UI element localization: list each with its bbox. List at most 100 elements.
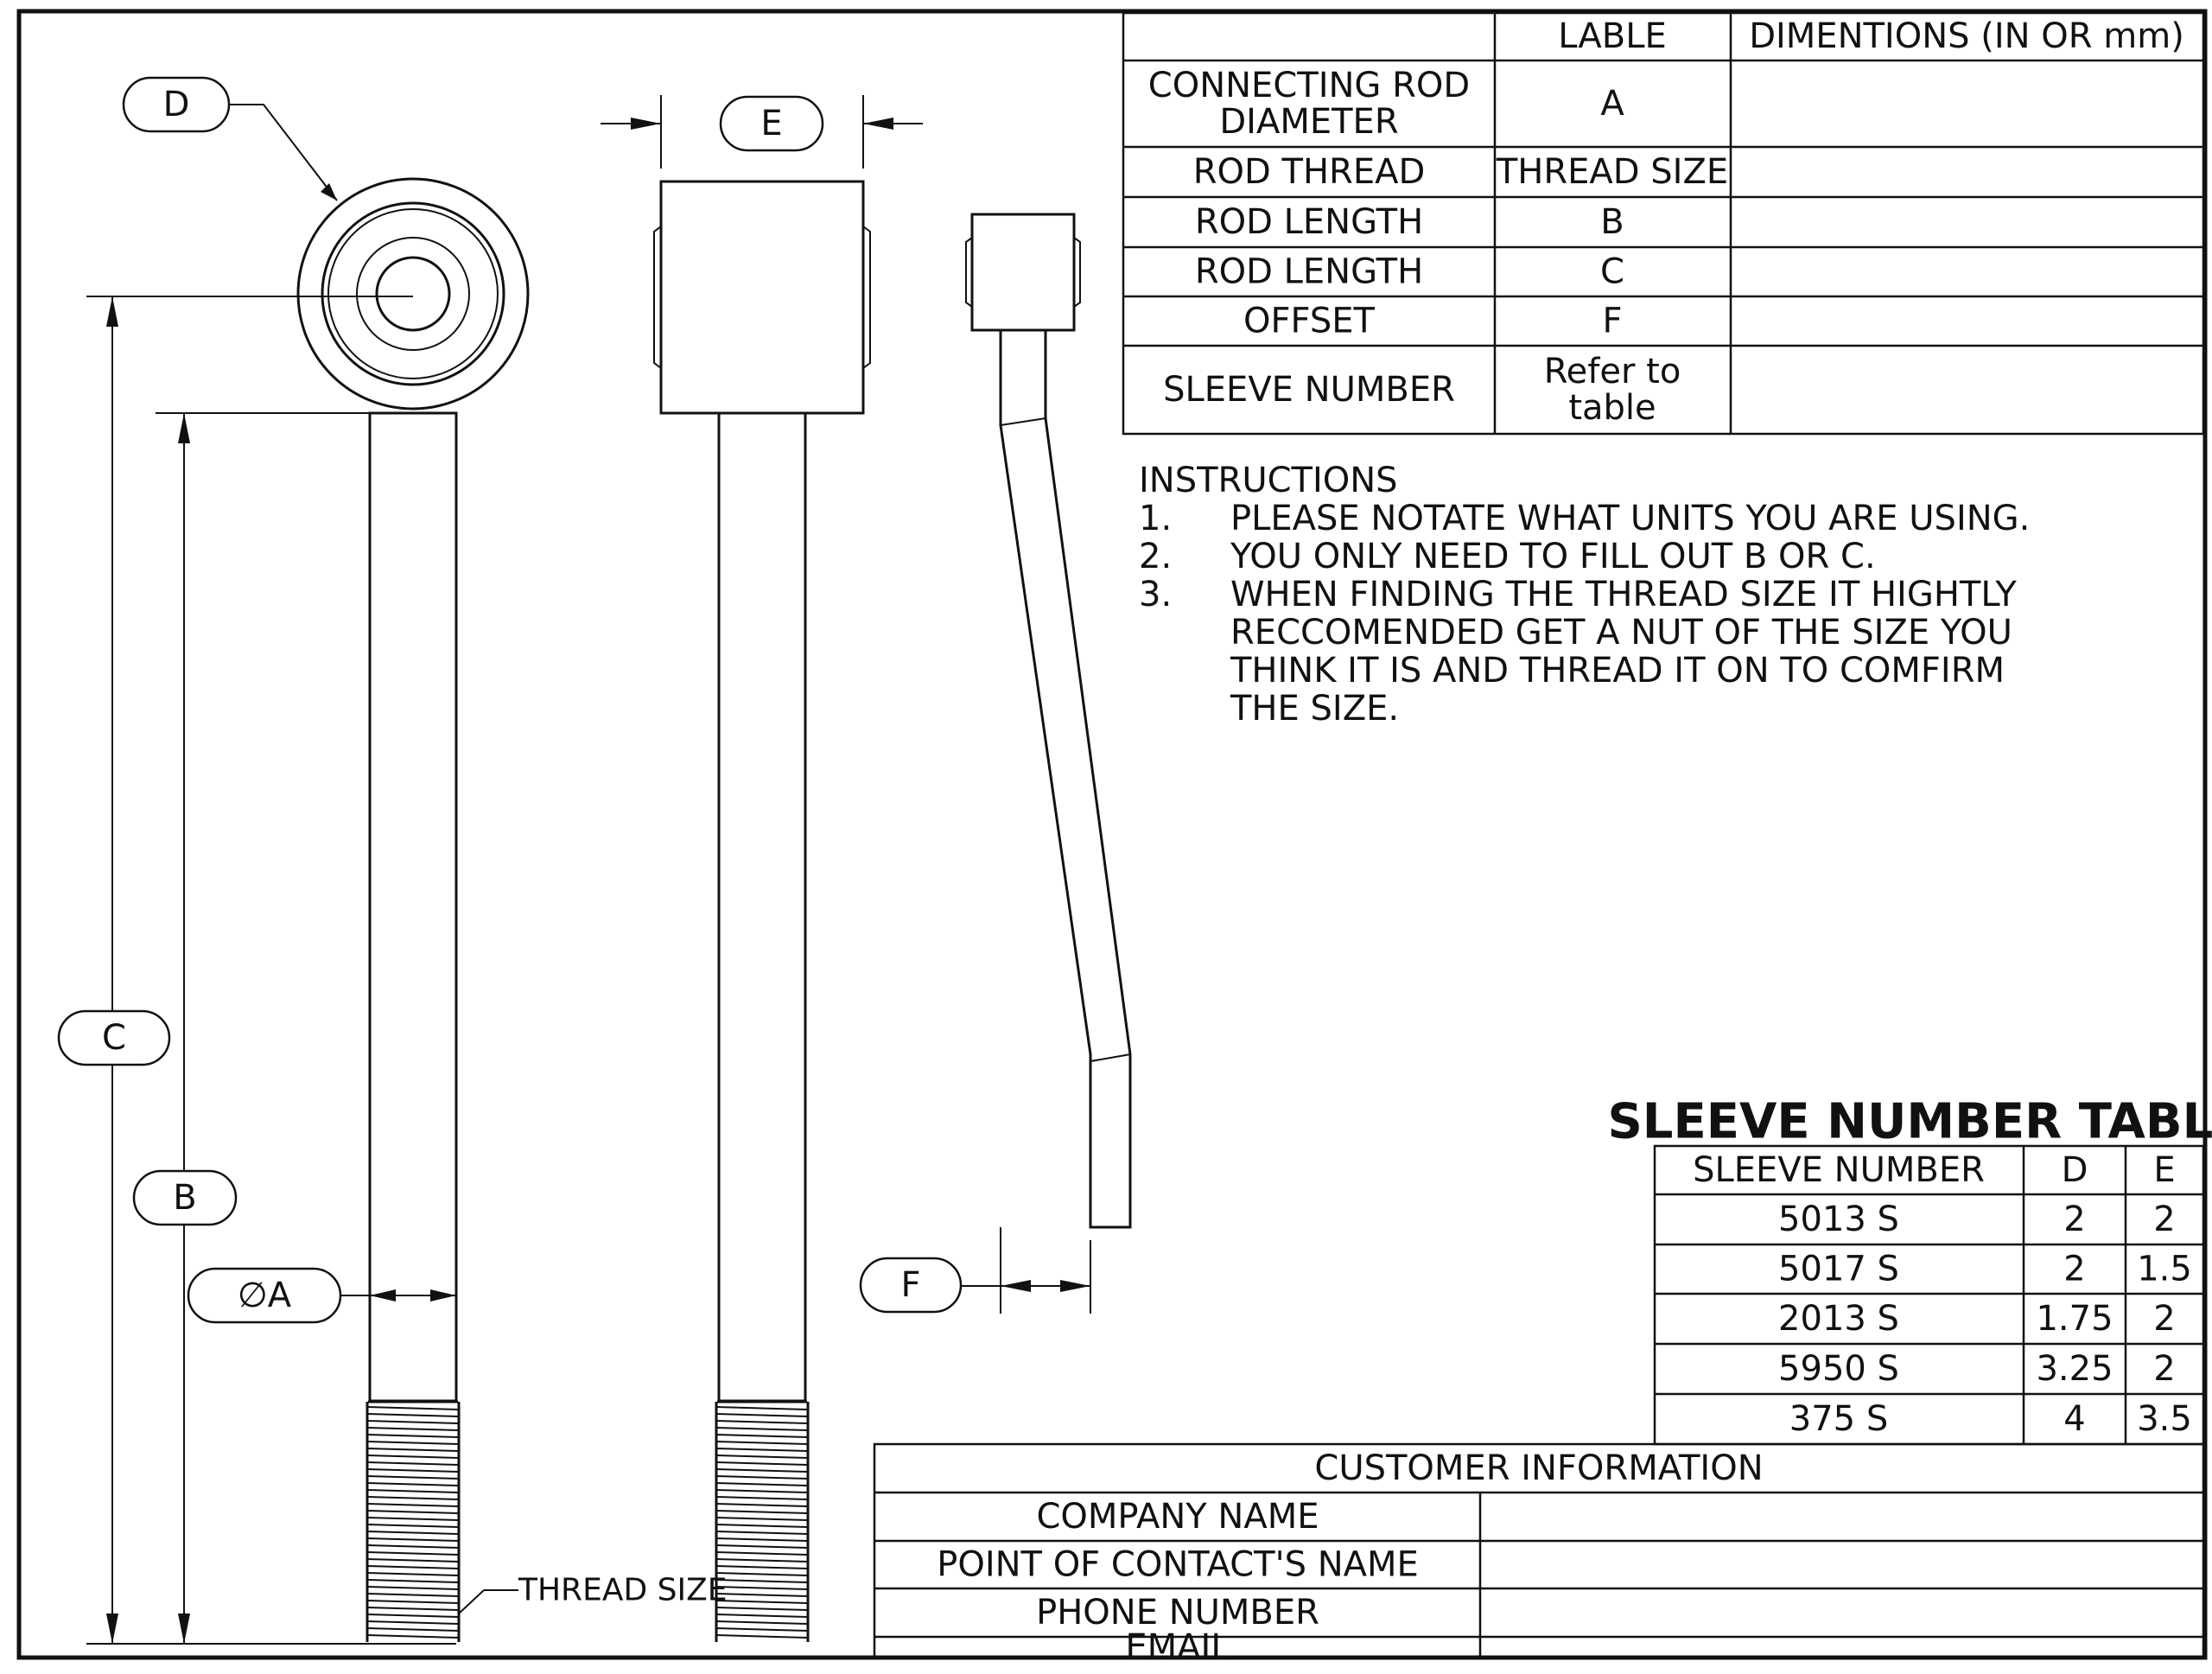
thread-line bbox=[715, 1503, 809, 1507]
thread-line bbox=[715, 1593, 809, 1597]
sleeve-table-cell: 2 bbox=[2153, 1200, 2175, 1239]
thread-line bbox=[715, 1531, 809, 1535]
thread-line bbox=[715, 1427, 809, 1431]
thread-line bbox=[715, 1489, 809, 1493]
dim-table-header-dimensions: DIMENTIONS (IN OR mm) bbox=[1749, 16, 2184, 56]
side-rod-body bbox=[717, 411, 807, 1403]
thread-line bbox=[715, 1482, 809, 1486]
dim-table-row-label: F bbox=[1602, 302, 1622, 341]
thread-line bbox=[715, 1510, 809, 1514]
sleeve-table-cell: 2 bbox=[2153, 1299, 2175, 1339]
sleeve-table-cell: 2 bbox=[2063, 1200, 2085, 1239]
eye-bore-circle bbox=[375, 256, 451, 332]
instructions-title: INSTRUCTIONS bbox=[1139, 461, 1398, 500]
sleeve-table-cell: 5950 S bbox=[1778, 1349, 1899, 1389]
thread-line bbox=[366, 1565, 460, 1569]
customer-row-label: PHONE NUMBER bbox=[1036, 1593, 1319, 1633]
label-f: F bbox=[900, 1265, 920, 1305]
dim-table-row-name: DIAMETER bbox=[1219, 102, 1398, 142]
sleeve-table-cell: 3.25 bbox=[2036, 1349, 2113, 1389]
thread-line bbox=[366, 1627, 460, 1632]
thread-line bbox=[366, 1434, 460, 1438]
label-d: D bbox=[163, 85, 190, 124]
sleeve-table-cell: 5017 S bbox=[1778, 1250, 1899, 1289]
thread-size-callout: THREAD SIZE bbox=[457, 1573, 728, 1615]
dim-table-row-label: table bbox=[1568, 388, 1656, 428]
thread-line bbox=[366, 1427, 460, 1431]
label-e: E bbox=[760, 104, 782, 143]
eye-outer-circle bbox=[296, 177, 530, 411]
thread-line bbox=[366, 1482, 460, 1486]
dim-table-row-name: ROD LENGTH bbox=[1195, 202, 1423, 242]
sleeve-table-cell: 4 bbox=[2063, 1399, 2085, 1439]
sleeve-table-cell: 5013 S bbox=[1778, 1200, 1899, 1239]
eye-sleeve-circle bbox=[321, 201, 505, 386]
thread-line bbox=[715, 1406, 809, 1410]
sleeve-table-cell: 2 bbox=[2063, 1250, 2085, 1289]
thread-line bbox=[366, 1468, 460, 1473]
thread-line bbox=[715, 1461, 809, 1466]
customer-row-label: COMPANY NAME bbox=[1037, 1497, 1319, 1537]
dim-table-row-label: A bbox=[1600, 84, 1624, 124]
thread-line bbox=[715, 1441, 809, 1445]
thread-line bbox=[366, 1600, 460, 1604]
thread-line bbox=[715, 1607, 809, 1611]
thread-line bbox=[715, 1634, 809, 1639]
dim-table-row-name: CONNECTING ROD bbox=[1148, 66, 1470, 105]
instruction-text: THE SIZE. bbox=[1230, 689, 1399, 729]
thread-line bbox=[366, 1544, 460, 1549]
thread-line bbox=[715, 1448, 809, 1452]
thread-line bbox=[366, 1517, 460, 1521]
thread-line bbox=[366, 1496, 460, 1500]
sleeve-table-cell: 1.75 bbox=[2036, 1299, 2113, 1339]
thread-side bbox=[715, 1400, 810, 1642]
thread-line bbox=[366, 1537, 460, 1542]
instruction-number: 3. bbox=[1139, 575, 1172, 614]
instruction-text: WHEN FINDING THE THREAD SIZE IT HIGHTLY bbox=[1230, 575, 2017, 614]
thread-line bbox=[366, 1489, 460, 1493]
dim-c: C bbox=[57, 296, 456, 1645]
thread-line bbox=[715, 1468, 809, 1473]
side-view bbox=[653, 180, 871, 1642]
thread-size-text: THREAD SIZE bbox=[518, 1573, 728, 1608]
dim-a: ∅A bbox=[187, 1267, 456, 1324]
thread-line bbox=[715, 1614, 809, 1618]
rod-body bbox=[368, 411, 458, 1403]
thread-line bbox=[715, 1579, 809, 1583]
dim-f: F bbox=[859, 1227, 1091, 1314]
sleeve-table-title: SLEEVE NUMBER TABLE bbox=[1607, 1094, 2212, 1150]
sleeve-table-header: E bbox=[2153, 1150, 2175, 1190]
thread-line bbox=[715, 1475, 809, 1480]
dim-table-row-name: ROD LENGTH bbox=[1195, 252, 1423, 292]
dim-table-header-label: LABLE bbox=[1558, 16, 1667, 56]
sleeve-body bbox=[659, 180, 865, 415]
thread-line bbox=[366, 1475, 460, 1480]
thread-line bbox=[715, 1558, 809, 1563]
eye-bore-outer-circle bbox=[356, 237, 470, 351]
instruction-text: THINK IT IS AND THREAD IT ON TO COMFIRM bbox=[1230, 651, 2005, 691]
thread-line bbox=[715, 1627, 809, 1632]
dim-table-row-label: B bbox=[1600, 202, 1624, 242]
sleeve-table-header: D bbox=[2062, 1150, 2088, 1190]
thread-line bbox=[366, 1579, 460, 1583]
thread-line bbox=[366, 1524, 460, 1528]
thread-line bbox=[715, 1413, 809, 1417]
dim-e: E bbox=[601, 95, 923, 169]
instruction-text: YOU ONLY NEED TO FILL OUT B OR C. bbox=[1230, 537, 1876, 576]
sleeve-table-cell: 375 S bbox=[1789, 1399, 1888, 1439]
thread-line bbox=[715, 1420, 809, 1424]
sleeve-table-cell: 2 bbox=[2153, 1349, 2175, 1389]
thread-line bbox=[715, 1600, 809, 1604]
instruction-number: 1. bbox=[1139, 499, 1172, 538]
thread-line bbox=[715, 1551, 809, 1556]
dimension-table: LABLE DIMENTIONS (IN OR mm) CONNECTING R… bbox=[1122, 11, 2205, 436]
thread-line bbox=[366, 1406, 460, 1410]
thread-line bbox=[715, 1620, 809, 1625]
dim-b: B bbox=[132, 412, 370, 1644]
